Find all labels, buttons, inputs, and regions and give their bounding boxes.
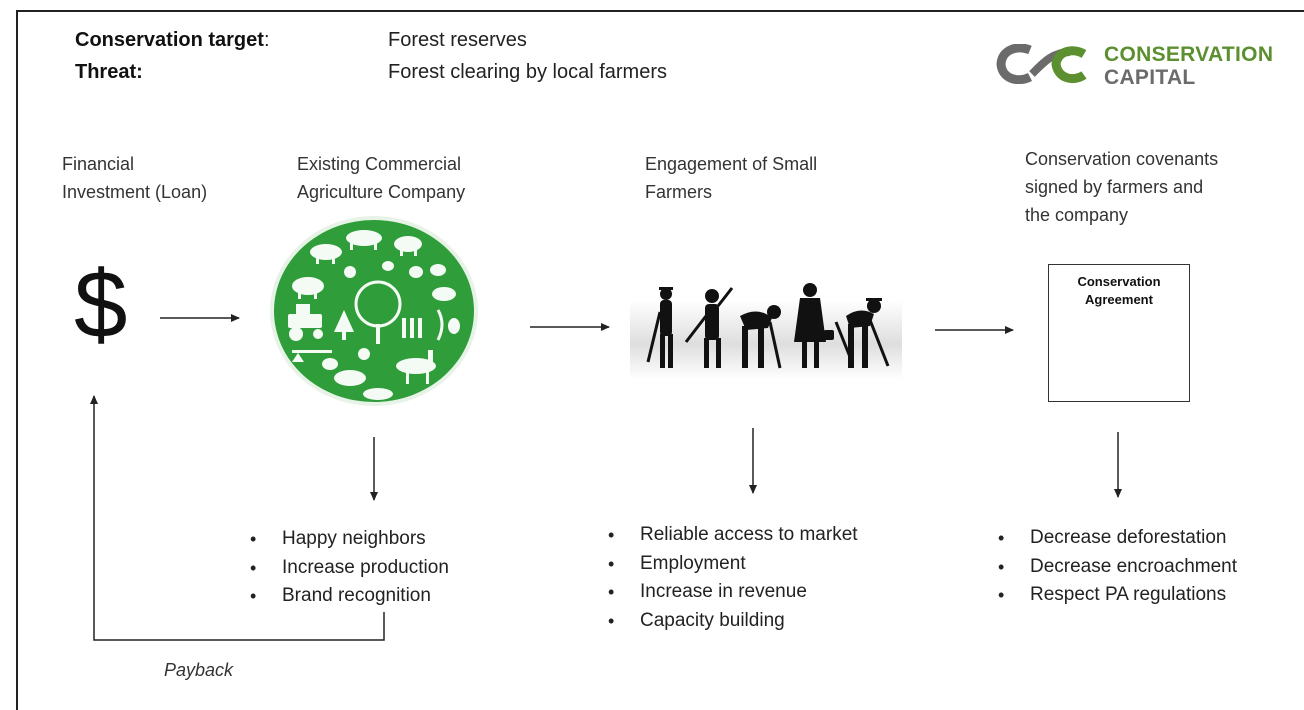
conservation-target-label: Conservation target [75, 29, 264, 51]
farmers-silhouette-icon [630, 282, 902, 397]
list-item: Decrease deforestation [990, 524, 1237, 553]
list-item: Decrease encroachment [990, 553, 1237, 582]
agreement-title-line2: Agreement [1085, 292, 1153, 307]
logo-word-capital: CAPITAL [1104, 66, 1196, 89]
company-outcomes-list: Happy neighbors Increase production Bran… [242, 525, 449, 611]
target-row: Conservation target: [75, 29, 270, 52]
dollar-icon: $ [74, 251, 128, 358]
threat-value: Forest clearing by local farmers [388, 61, 667, 83]
list-item: Reliable access to market [600, 521, 858, 550]
threat-label: Threat: [75, 61, 143, 83]
agreement-title-line1: Conservation [1077, 274, 1161, 289]
farmer-outcomes-list: Reliable access to market Employment Inc… [600, 521, 858, 635]
list-item: Increase in revenue [600, 578, 858, 607]
conservation-target-value: Forest reserves [388, 29, 527, 51]
list-item: Capacity building [600, 607, 858, 636]
agriculture-badge-icon [268, 214, 480, 413]
step-farmers-caption: Engagement of Small Farmers [645, 154, 818, 202]
conservation-agreement-document: Conservation Agreement [1048, 264, 1190, 402]
list-item: Employment [600, 550, 858, 579]
list-item: Increase production [242, 554, 449, 583]
target-colon: : [263, 29, 270, 51]
conservation-outcomes-list: Decrease deforestation Decrease encroach… [990, 524, 1237, 610]
step-covenants-caption: Conservation covenants signed by farmers… [1025, 149, 1219, 225]
payback-loop-arrow [90, 395, 385, 641]
payback-label: Payback [164, 660, 234, 680]
list-item: Respect PA regulations [990, 581, 1237, 610]
cc-logo-icon [996, 43, 1087, 85]
logo-word-conservation: CONSERVATION [1104, 43, 1274, 66]
conservation-capital-logo [996, 43, 1090, 89]
slide-frame [16, 10, 1304, 710]
step-company-caption: Existing Commercial Agriculture Company [297, 154, 466, 202]
flow-arrows [90, 314, 1122, 641]
list-item: Happy neighbors [242, 525, 449, 554]
list-item: Brand recognition [242, 582, 449, 611]
step-financial-caption: Financial Investment (Loan) [62, 154, 208, 202]
